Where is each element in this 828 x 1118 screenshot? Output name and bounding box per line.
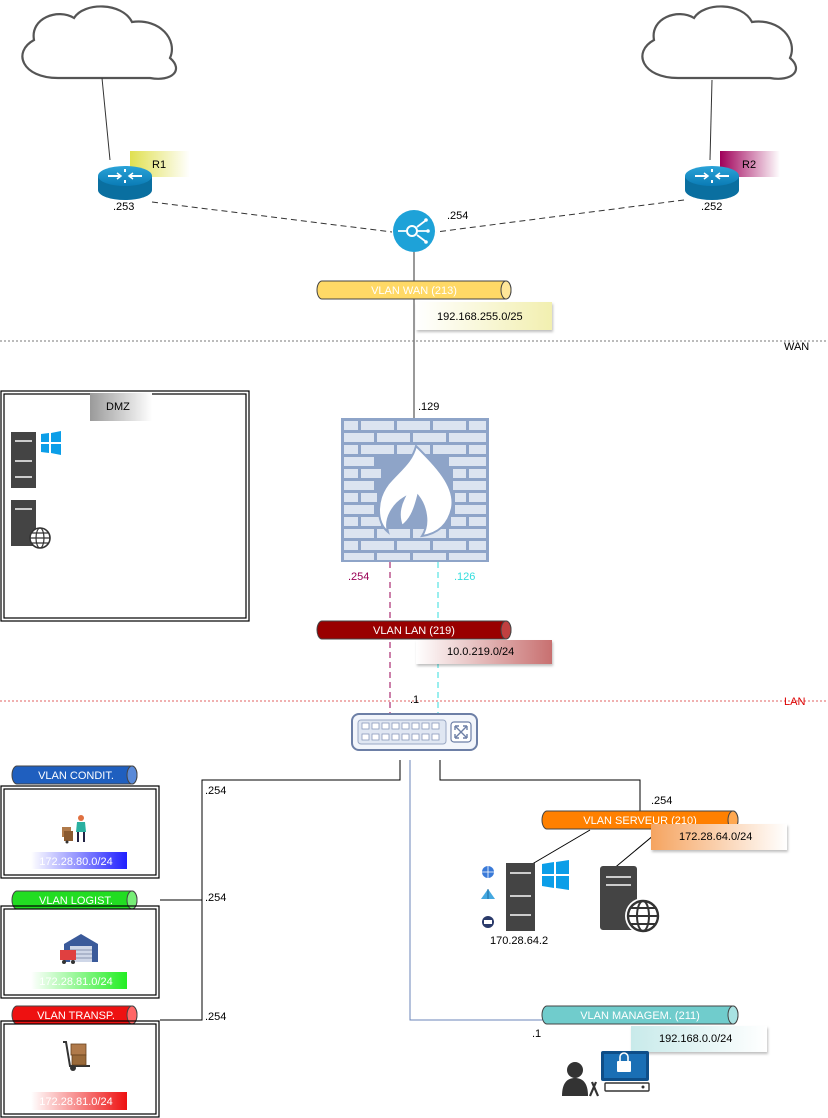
firewall-mgmt-ip: .126	[454, 571, 475, 583]
switch-ip: .1	[410, 694, 419, 706]
vlan-logist-subnet: 172.28.81.0/24	[39, 976, 112, 988]
vlan-lan-label: VLAN LAN (219)	[373, 625, 455, 637]
admin-user-icon[interactable]	[562, 1062, 600, 1097]
vlan-transp-subnet: 172.28.81.0/24	[39, 1096, 112, 1108]
vlan-logist-label: VLAN LOGIST.	[39, 895, 113, 907]
vlan-wan-subnet: 192.168.255.0/25	[437, 311, 523, 323]
windows-server-icon[interactable]	[506, 860, 569, 931]
vlan-management-label: VLAN MANAGEM. (211)	[580, 1010, 700, 1022]
lan-zone-label: LAN	[784, 696, 805, 708]
router-icon	[98, 166, 152, 200]
dmz-zone[interactable]: DMZ	[0, 390, 250, 622]
web-server-icon[interactable]	[600, 866, 661, 934]
vlan-logist-subnet-box	[31, 972, 127, 989]
router-r1[interactable]: R1 .253	[98, 151, 190, 213]
cloud-icon	[21, 5, 177, 80]
hub-icon[interactable]	[393, 210, 435, 252]
firewall-icon[interactable]	[341, 418, 489, 562]
vlan-lan[interactable]: VLAN LAN (219)	[316, 620, 512, 640]
vlan-wan-label: VLAN WAN (213)	[371, 285, 457, 297]
vlan-condit-zone: 172.28.80.0/24	[0, 785, 160, 879]
vlan-transp[interactable]: VLAN TRANSP.	[11, 1005, 138, 1025]
cloud-icon	[641, 5, 797, 80]
service-icons	[481, 866, 495, 928]
vlan-management-gateway: .1	[532, 1028, 541, 1040]
vlan-wan-subnet-box	[416, 302, 552, 330]
windows-server-icon	[11, 431, 61, 488]
vlan-transp-gateway: .254	[205, 1011, 226, 1023]
vlan-wan[interactable]: VLAN WAN (213)	[316, 280, 512, 300]
vlan-serveur-gateway: .254	[651, 795, 672, 807]
dhcp-icon	[482, 916, 494, 928]
router-r2-label: R2	[742, 159, 756, 171]
secure-terminal-icon[interactable]	[601, 1051, 650, 1092]
vlan-condit-subnet-box	[31, 852, 127, 869]
vlan-management-subnet: 192.168.0.0/24	[659, 1033, 732, 1045]
vlan-lan-subnet: 10.0.219.0/24	[447, 646, 514, 658]
router-r1-ip: .253	[113, 201, 134, 213]
vlan-serveur-subnet-box	[651, 824, 787, 850]
dmz-label: DMZ	[106, 401, 130, 413]
dmz-tag	[90, 393, 152, 421]
vlan-management[interactable]: VLAN MANAGEM. (211)	[541, 1005, 739, 1025]
vlan-management-subnet-box	[631, 1026, 767, 1052]
web-server-icon	[11, 500, 51, 549]
firewall-wan-ip: .129	[418, 401, 439, 413]
router-icon	[685, 166, 739, 200]
globe-icon	[482, 866, 494, 878]
router-r1-label: R1	[152, 159, 166, 171]
hand-truck-icon	[63, 1041, 90, 1071]
vlan-condit-gateway: .254	[205, 785, 226, 797]
worker-boxes-icon	[62, 815, 86, 844]
vlan-logist-gateway: .254	[205, 892, 226, 904]
hub-ip: .254	[447, 210, 468, 222]
vlan-logist[interactable]: VLAN LOGIST.	[11, 890, 138, 910]
vlan-condit-label: VLAN CONDIT.	[38, 770, 114, 782]
vlan-transp-subnet-box	[31, 1092, 127, 1110]
server-ip: 170.28.64.2	[490, 935, 548, 947]
vlan-serveur-subnet: 172.28.64.0/24	[679, 831, 752, 843]
vlan-condit-subnet: 172.28.80.0/24	[39, 856, 112, 868]
vlan-lan-subnet-box	[416, 640, 552, 664]
firewall-lan-ip: .254	[348, 571, 369, 583]
warehouse-icon	[60, 934, 98, 964]
router-r2-ip: .252	[701, 201, 722, 213]
wan-zone-label: WAN	[784, 341, 809, 353]
vlan-condit[interactable]: VLAN CONDIT.	[11, 765, 138, 785]
directory-icon	[481, 889, 495, 899]
vlan-transp-label: VLAN TRANSP.	[37, 1010, 115, 1022]
switch-icon[interactable]	[351, 713, 478, 751]
vlan-transp-zone: 172.28.81.0/24	[0, 1020, 160, 1118]
vlan-logist-zone: 172.28.81.0/24	[0, 905, 160, 999]
router-r2[interactable]: R2 .252	[685, 151, 780, 213]
